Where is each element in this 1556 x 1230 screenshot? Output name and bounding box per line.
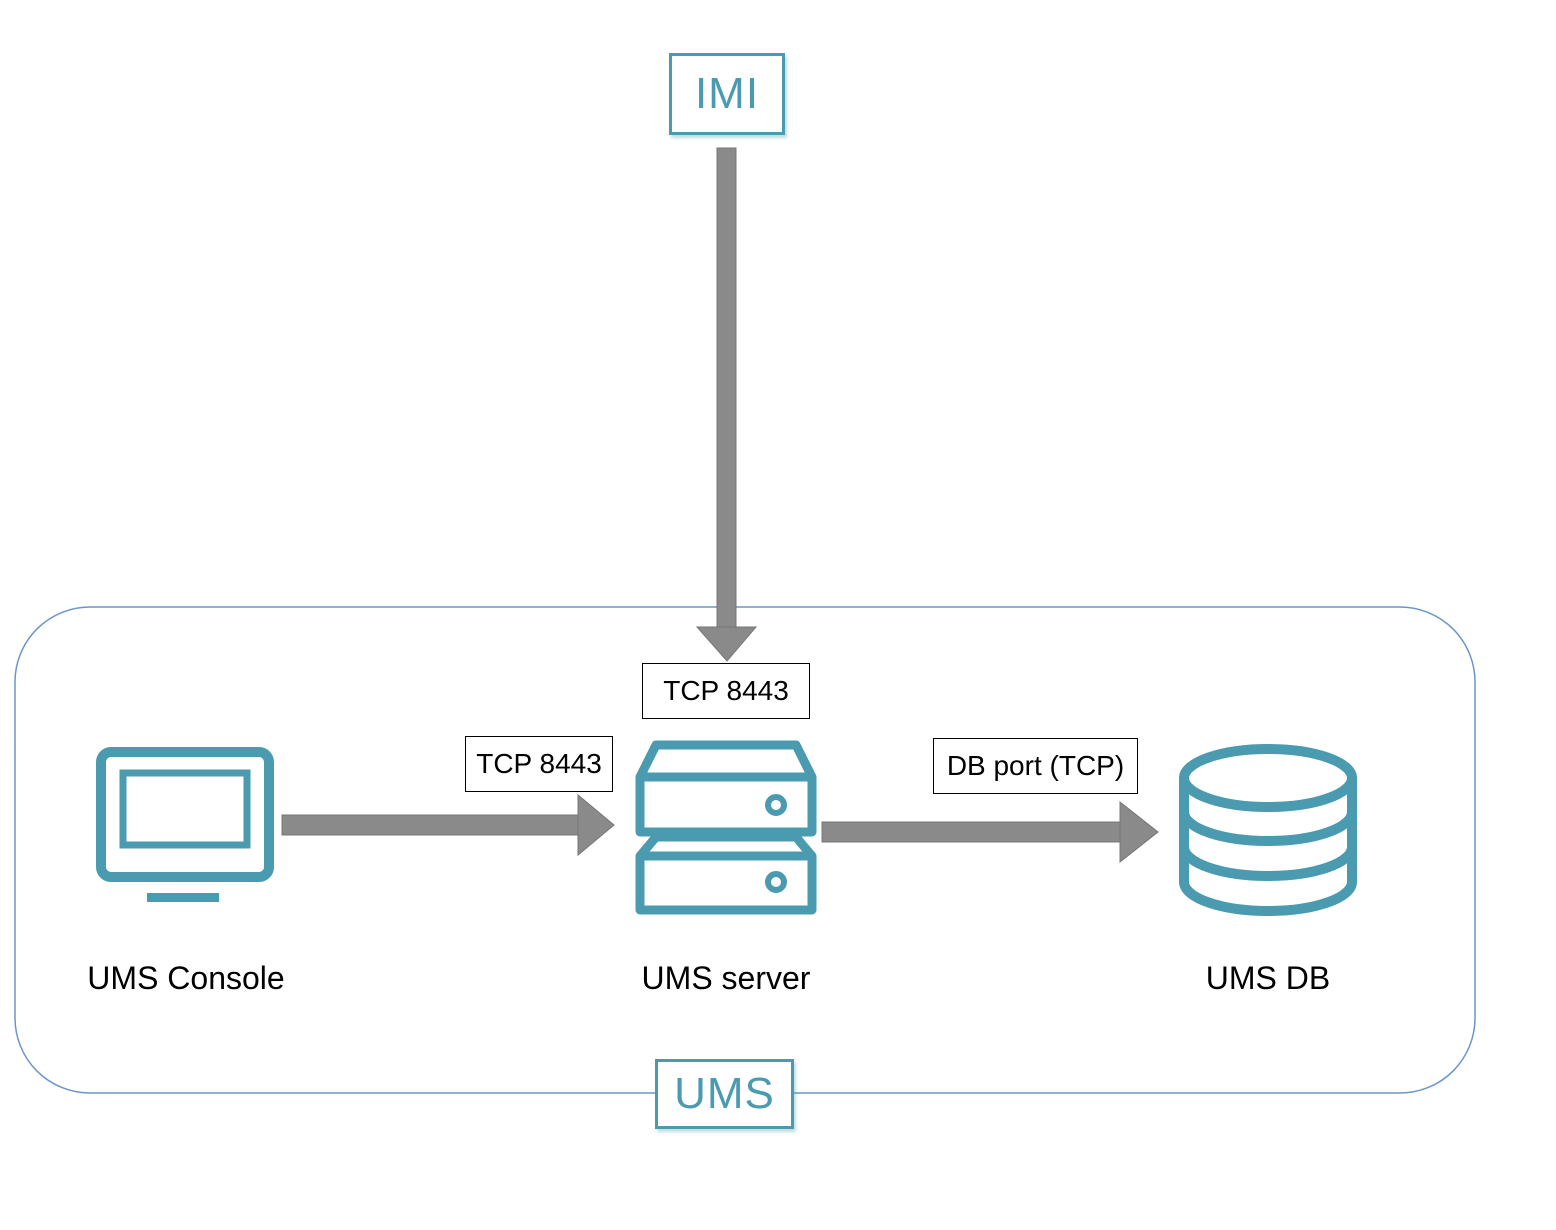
port-label-console-to-server: TCP 8443: [465, 736, 613, 792]
monitor-icon: [96, 747, 274, 902]
ums-console-label: UMS Console: [87, 960, 285, 996]
ums-group-badge: UMS: [655, 1059, 794, 1129]
ums-server-label: UMS server: [641, 960, 811, 996]
database-icon: [1179, 744, 1357, 916]
arrow-server-to-db: [821, 800, 1159, 864]
arrow-console-to-server: [281, 793, 615, 857]
port-label-server-to-db: DB port (TCP): [933, 738, 1138, 794]
server-icon: [635, 740, 817, 915]
ums-db-label: UMS DB: [1205, 960, 1331, 996]
port-label-imi-to-server: TCP 8443: [642, 663, 810, 719]
arrow-imi-to-server: [695, 147, 758, 662]
imi-badge: IMI: [669, 53, 785, 135]
